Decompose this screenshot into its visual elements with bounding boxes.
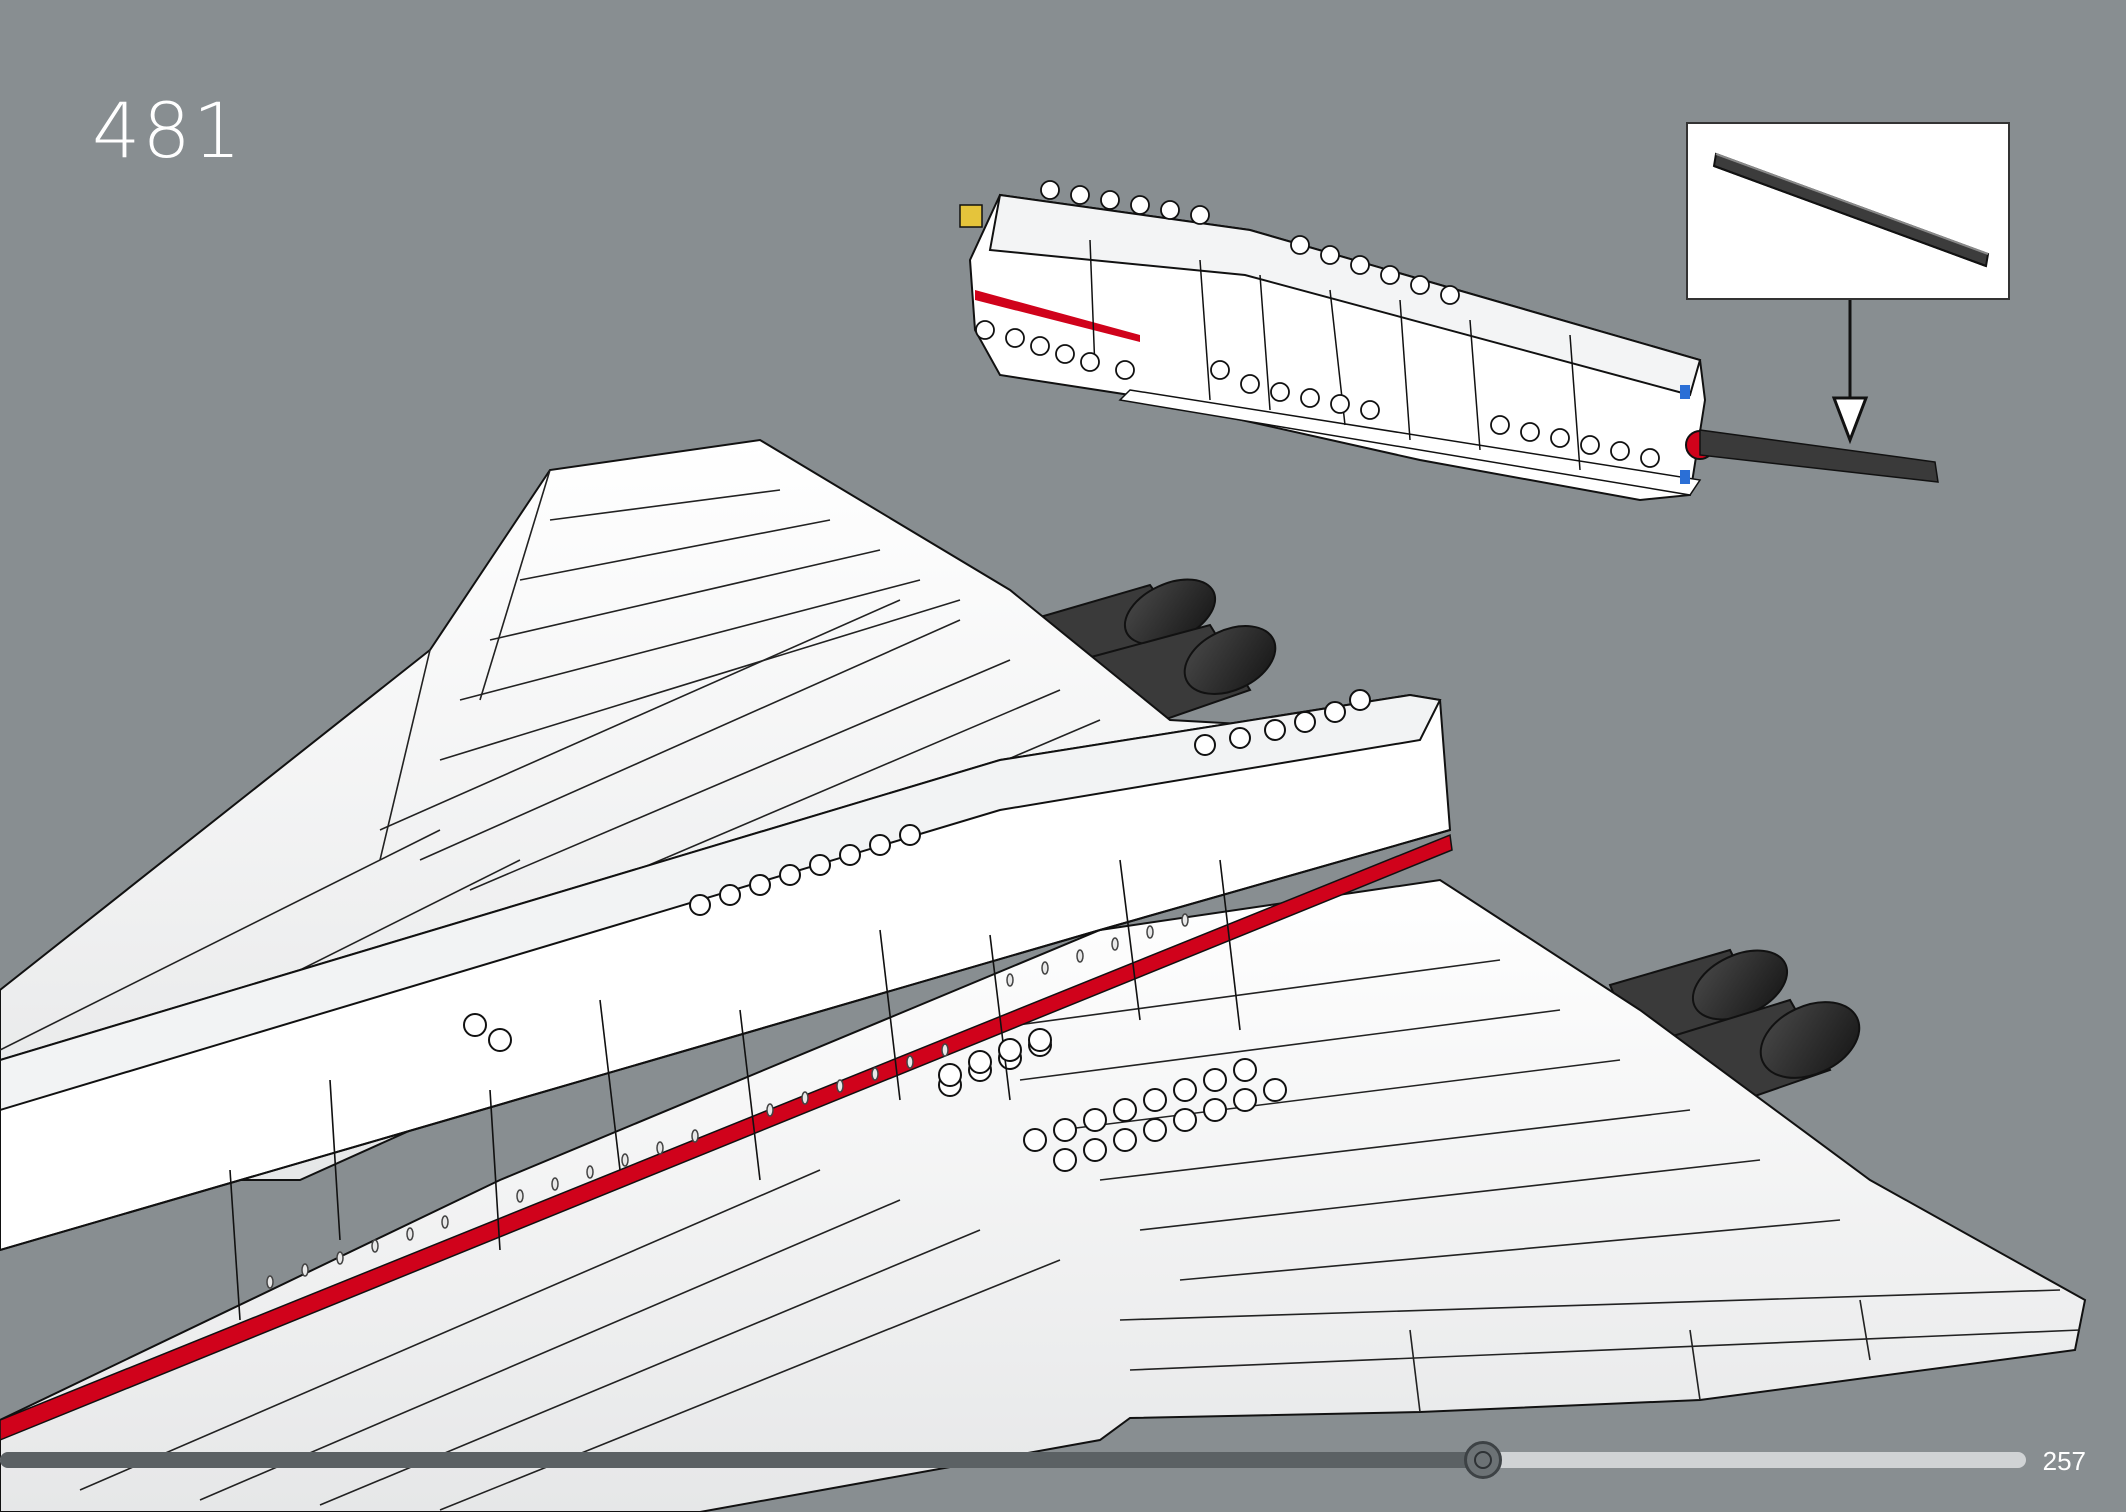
step-number: 481 bbox=[92, 86, 244, 175]
down-arrow-icon bbox=[1831, 300, 1869, 445]
page-progress-track[interactable] bbox=[0, 1452, 2026, 1468]
page-slider-handle[interactable] bbox=[1464, 1441, 1503, 1479]
wing-studs bbox=[938, 1033, 1287, 1172]
page-progress-fill bbox=[0, 1452, 1484, 1468]
page-number: 257 bbox=[2042, 1446, 2086, 1476]
subassembly-tail-section bbox=[959, 180, 1939, 502]
axle-rod-icon bbox=[1712, 152, 1990, 268]
parts-callout bbox=[1686, 122, 2010, 300]
fuselage-studs bbox=[463, 689, 1371, 1087]
fuselage bbox=[0, 689, 1453, 1441]
lower-wing bbox=[0, 878, 2087, 1512]
fuselage-windows bbox=[266, 913, 1189, 1289]
